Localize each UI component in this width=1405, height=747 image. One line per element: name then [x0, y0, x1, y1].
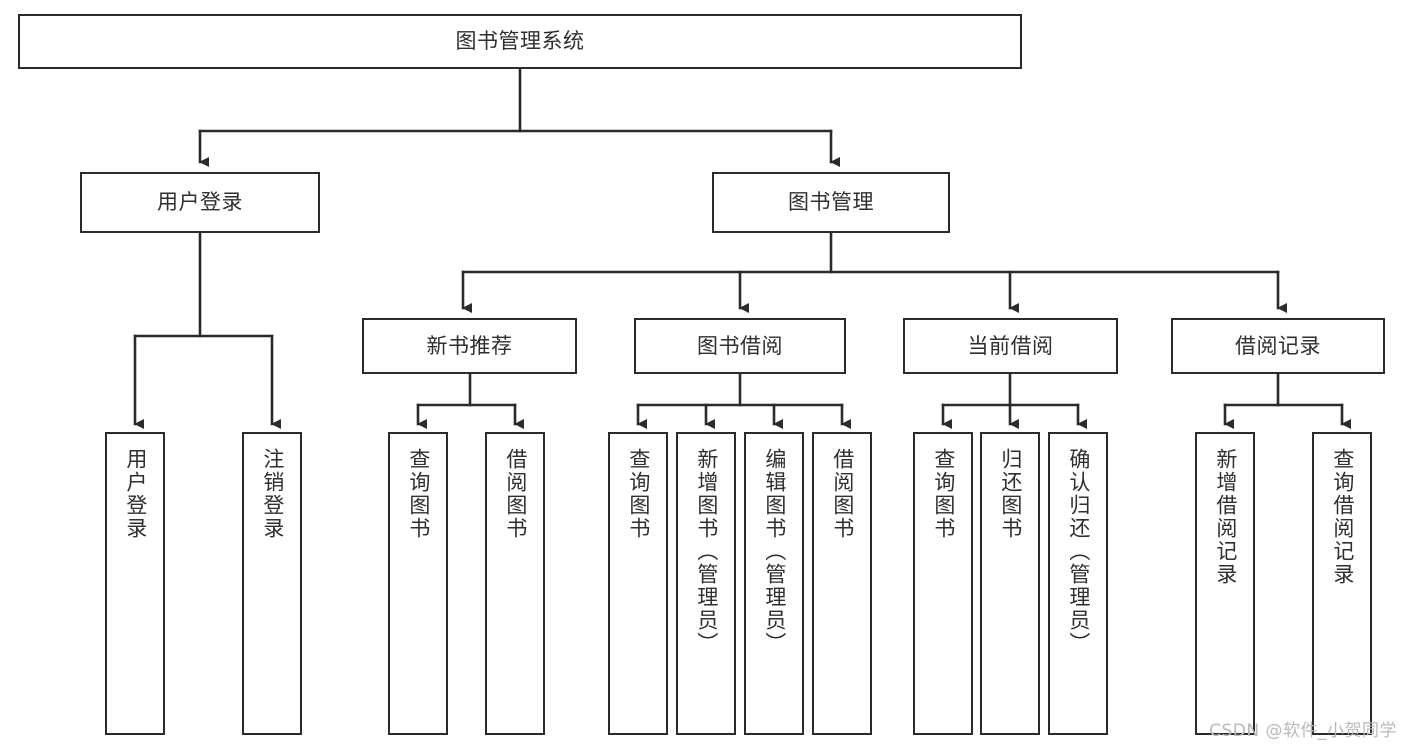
node-leaf-add-book[interactable]: 新增图书（管理员） [676, 432, 736, 735]
node-book-management[interactable]: 图书管理 [712, 172, 950, 233]
node-leaf-add-record[interactable]: 新增借阅记录 [1195, 432, 1255, 735]
node-leaf-return-book[interactable]: 归还图书 [980, 432, 1040, 735]
node-book-borrow[interactable]: 图书借阅 [634, 318, 846, 374]
node-leaf-edit-book[interactable]: 编辑图书（管理员） [744, 432, 804, 735]
node-new-book-recommend[interactable]: 新书推荐 [362, 318, 577, 374]
node-leaf-user-login[interactable]: 用户登录 [105, 432, 165, 735]
node-borrow-record[interactable]: 借阅记录 [1171, 318, 1385, 374]
node-leaf-query-book-3[interactable]: 查询图书 [913, 432, 973, 735]
node-borrow-record-label: 借阅记录 [1235, 333, 1321, 358]
node-leaf-borrow-book-1-label: 借阅图书 [503, 448, 528, 540]
node-leaf-borrow-book-2-label: 借阅图书 [830, 448, 855, 540]
node-leaf-query-book-2-label: 查询图书 [626, 448, 651, 540]
node-leaf-confirm-return[interactable]: 确认归还（管理员） [1048, 432, 1108, 735]
node-leaf-query-record[interactable]: 查询借阅记录 [1312, 432, 1372, 735]
node-leaf-query-book-3-label: 查询图书 [931, 448, 956, 540]
node-current-borrow[interactable]: 当前借阅 [903, 318, 1118, 374]
node-book-management-label: 图书管理 [788, 190, 874, 215]
node-leaf-logout-login-label: 注销登录 [260, 448, 285, 540]
node-leaf-query-book-1[interactable]: 查询图书 [388, 432, 448, 735]
node-user-login[interactable]: 用户登录 [80, 172, 320, 233]
node-leaf-user-login-label: 用户登录 [123, 448, 148, 540]
node-root[interactable]: 图书管理系统 [18, 14, 1022, 69]
watermark-text: CSDN @软件_小贺同学 [1209, 721, 1397, 741]
node-leaf-edit-book-label: 编辑图书（管理员） [762, 448, 787, 655]
node-leaf-query-record-label: 查询借阅记录 [1330, 448, 1355, 586]
node-leaf-borrow-book-1[interactable]: 借阅图书 [485, 432, 545, 735]
node-leaf-add-book-label: 新增图书（管理员） [694, 448, 719, 655]
node-root-label: 图书管理系统 [455, 29, 585, 54]
node-leaf-add-record-label: 新增借阅记录 [1213, 448, 1238, 586]
node-leaf-logout-login[interactable]: 注销登录 [242, 432, 302, 735]
node-book-borrow-label: 图书借阅 [697, 333, 783, 358]
node-leaf-query-book-1-label: 查询图书 [406, 448, 431, 540]
node-user-login-label: 用户登录 [157, 190, 243, 215]
node-leaf-borrow-book-2[interactable]: 借阅图书 [812, 432, 872, 735]
node-leaf-confirm-return-label: 确认归还（管理员） [1066, 448, 1091, 655]
node-leaf-query-book-2[interactable]: 查询图书 [608, 432, 668, 735]
node-current-borrow-label: 当前借阅 [967, 333, 1054, 358]
node-leaf-return-book-label: 归还图书 [998, 448, 1023, 540]
node-new-book-recommend-label: 新书推荐 [426, 333, 513, 358]
